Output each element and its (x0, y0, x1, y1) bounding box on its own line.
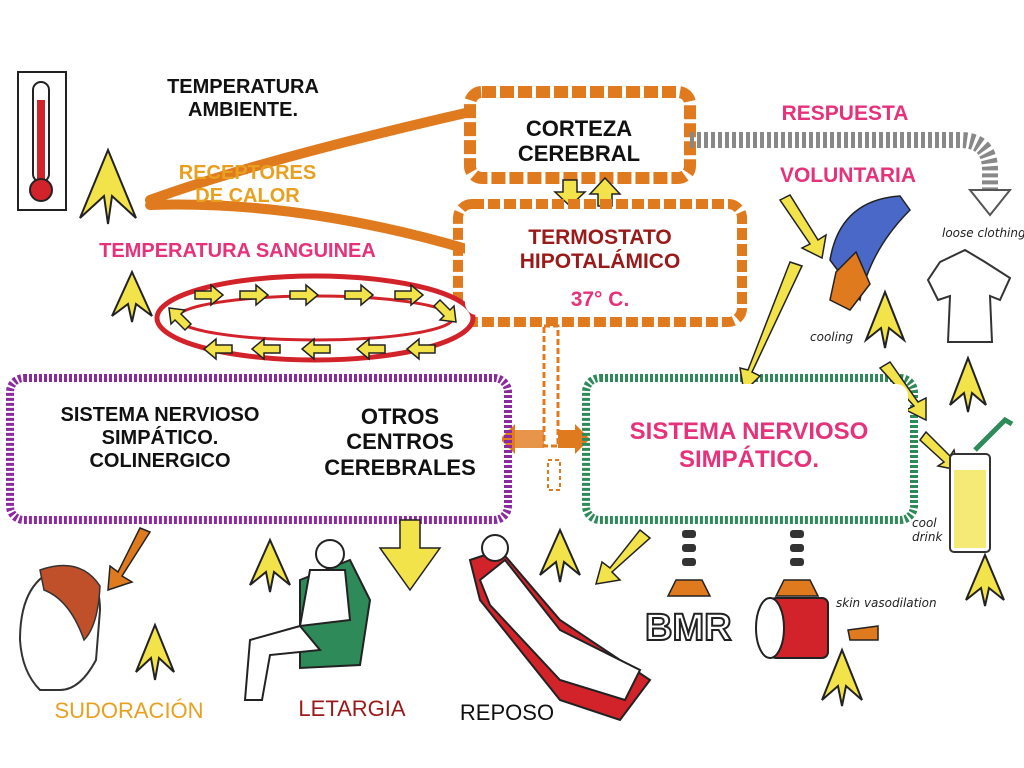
bmr-graphic: BMR (645, 607, 732, 649)
resting-person-icon (468, 534, 652, 722)
letargia-label: LETARGIA (298, 696, 406, 721)
voluntary-response-arrow (690, 132, 1013, 217)
temperatura-sanguinea-label: TEMPERATURA SANGUINEA (99, 240, 376, 262)
thermometer-icon (17, 71, 67, 211)
colinergic-frame (6, 374, 512, 524)
colinergic-box (16, 384, 502, 514)
thermostat-frame (453, 199, 747, 327)
reposo-label: REPOSO (459, 700, 555, 725)
corteza-label: CORTEZA CEREBRAL (517, 116, 641, 167)
otros-centros-label: OTROS CENTROS CEREBRALES (324, 404, 476, 480)
thermostat-output-pathway (500, 324, 590, 491)
sweat-arrow-icon (107, 527, 152, 592)
termostato-label: TERMOSTATO HIPOTALÁMICO (519, 226, 681, 274)
vessel-icon (755, 597, 879, 659)
increase-arrow-icon (821, 647, 863, 707)
sweating-person-icon (18, 564, 102, 691)
temp-37-label: 37° C. (570, 288, 630, 311)
increase-arrow-icon (539, 527, 581, 583)
voluntaria-label: VOLUNTARIA (779, 164, 917, 187)
respuesta-label: RESPUESTA (781, 102, 909, 125)
cool-drink-label: cool drink (912, 516, 943, 544)
skin-vasodilation-label: skin vasodilation (836, 596, 937, 610)
increase-arrow-icon (79, 147, 137, 225)
drink-icon (949, 416, 1014, 553)
increase-arrow-icon (863, 289, 907, 349)
cortex-box (478, 100, 682, 170)
sns-box (592, 384, 908, 514)
lethargic-person-icon (243, 539, 372, 701)
loose-clothing-label: loose clothing (942, 226, 1024, 240)
receptor-pathways (145, 107, 475, 255)
snc-colinergico-label: SISTEMA NERVIOSO SIMPÁTICO. COLINERGICO (60, 404, 260, 472)
increase-arrow-icon (111, 269, 153, 323)
receptores-label: RECEPTORES DE CALOR (178, 162, 317, 207)
increase-arrows (79, 147, 1005, 707)
shirt-icon (926, 248, 1012, 343)
thermostat-box (465, 211, 735, 315)
blood-loop (154, 273, 476, 363)
increase-arrow-icon (249, 537, 291, 593)
increase-arrow-icon (949, 355, 987, 413)
cooling-label: cooling (810, 330, 854, 344)
sudoracion-label: SUDORACIÓN (54, 698, 204, 723)
sns-label: SISTEMA NERVIOSO SIMPÁTICO. (629, 418, 869, 473)
increase-arrow-icon (965, 552, 1005, 607)
fan-icon (829, 195, 911, 311)
temperatura-ambiente-label: TEMPERATURA AMBIENTE. (167, 76, 319, 121)
increase-arrow-icon (135, 622, 175, 681)
bmr-vasodilation-chains (666, 530, 820, 597)
